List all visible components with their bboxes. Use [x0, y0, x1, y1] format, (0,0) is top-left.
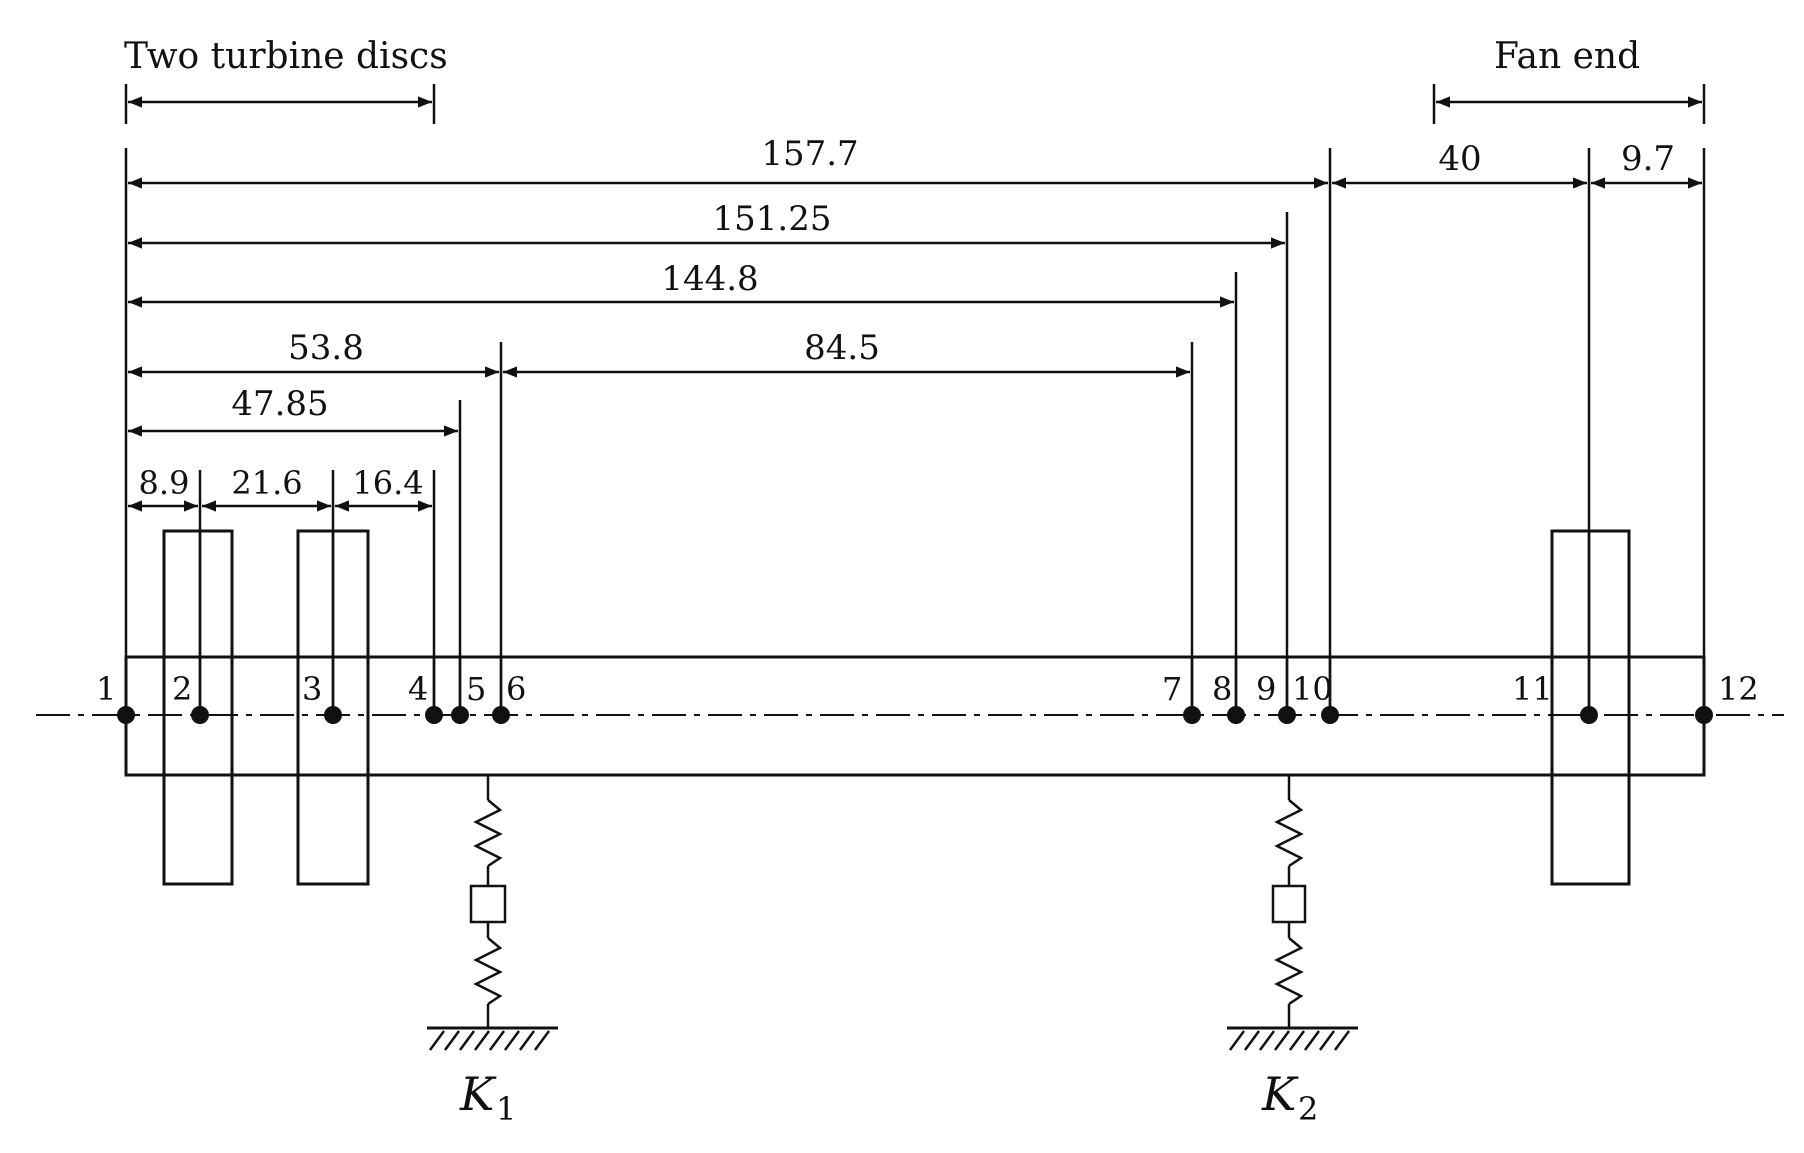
node-label-10: 10 [1292, 670, 1333, 708]
node-label-7: 7 [1162, 670, 1182, 708]
node-dot-9 [1278, 706, 1296, 724]
k1-label-subscript: 1 [496, 1090, 516, 1128]
dim-label-144-8: 144.8 [661, 259, 758, 299]
support-k2: K 2 [1227, 775, 1358, 1128]
support-k1: K 1 [427, 775, 558, 1128]
fan-disc [1550, 529, 1631, 886]
header-fan-end: Fan end [1494, 36, 1640, 77]
node-dot-1 [117, 706, 135, 724]
node-dot-2 [191, 706, 209, 724]
node-dot-3 [324, 706, 342, 724]
node-label-3: 3 [302, 670, 322, 708]
turbine-disc-1 [162, 529, 234, 886]
k1-lower-spring [473, 937, 503, 1006]
node-dot-11 [1580, 706, 1598, 724]
node-dot-4 [425, 706, 443, 724]
dim-label-151-25: 151.25 [713, 199, 832, 239]
node-label-12: 12 [1718, 670, 1759, 708]
dim-label-21-6: 21.6 [231, 464, 302, 502]
header-two-turbine-discs: Two turbine discs [124, 36, 448, 77]
k2-label-letter: K [1261, 1067, 1299, 1121]
node-label-1: 1 [96, 670, 116, 708]
dim-label-40: 40 [1438, 139, 1481, 179]
node-dots [117, 706, 1713, 724]
node-label-9: 9 [1256, 670, 1276, 708]
k1-ground-hatch [428, 1030, 551, 1051]
k2-upper-spring [1274, 799, 1304, 868]
dim-label-53-8: 53.8 [288, 328, 364, 368]
node-label-5: 5 [466, 670, 486, 708]
dim-label-16-4: 16.4 [352, 464, 423, 502]
node-dot-5 [451, 706, 469, 724]
k2-label-subscript: 2 [1298, 1090, 1318, 1128]
node-dot-12 [1695, 706, 1713, 724]
k1-upper-spring [473, 799, 503, 868]
dim-label-157-7: 157.7 [761, 134, 858, 174]
k2-damper [1271, 884, 1307, 924]
k2-ground-hatch [1228, 1030, 1351, 1051]
dim-label-9-7: 9.7 [1621, 139, 1675, 179]
k2-lower-spring [1274, 937, 1304, 1006]
dim-label-8-9: 8.9 [139, 464, 190, 502]
dim-label-47-85: 47.85 [231, 384, 328, 424]
node-label-8: 8 [1212, 670, 1232, 708]
node-dot-7 [1183, 706, 1201, 724]
dim-label-84-5: 84.5 [804, 328, 880, 368]
node-dot-10 [1321, 706, 1339, 724]
node-label-2: 2 [172, 670, 192, 708]
node-label-11: 11 [1512, 670, 1553, 708]
k1-label-letter: K [459, 1067, 497, 1121]
node-label-4: 4 [408, 670, 428, 708]
node-dot-8 [1227, 706, 1245, 724]
k1-damper [469, 884, 507, 924]
node-label-6: 6 [506, 670, 526, 708]
node-dot-6 [492, 706, 510, 724]
